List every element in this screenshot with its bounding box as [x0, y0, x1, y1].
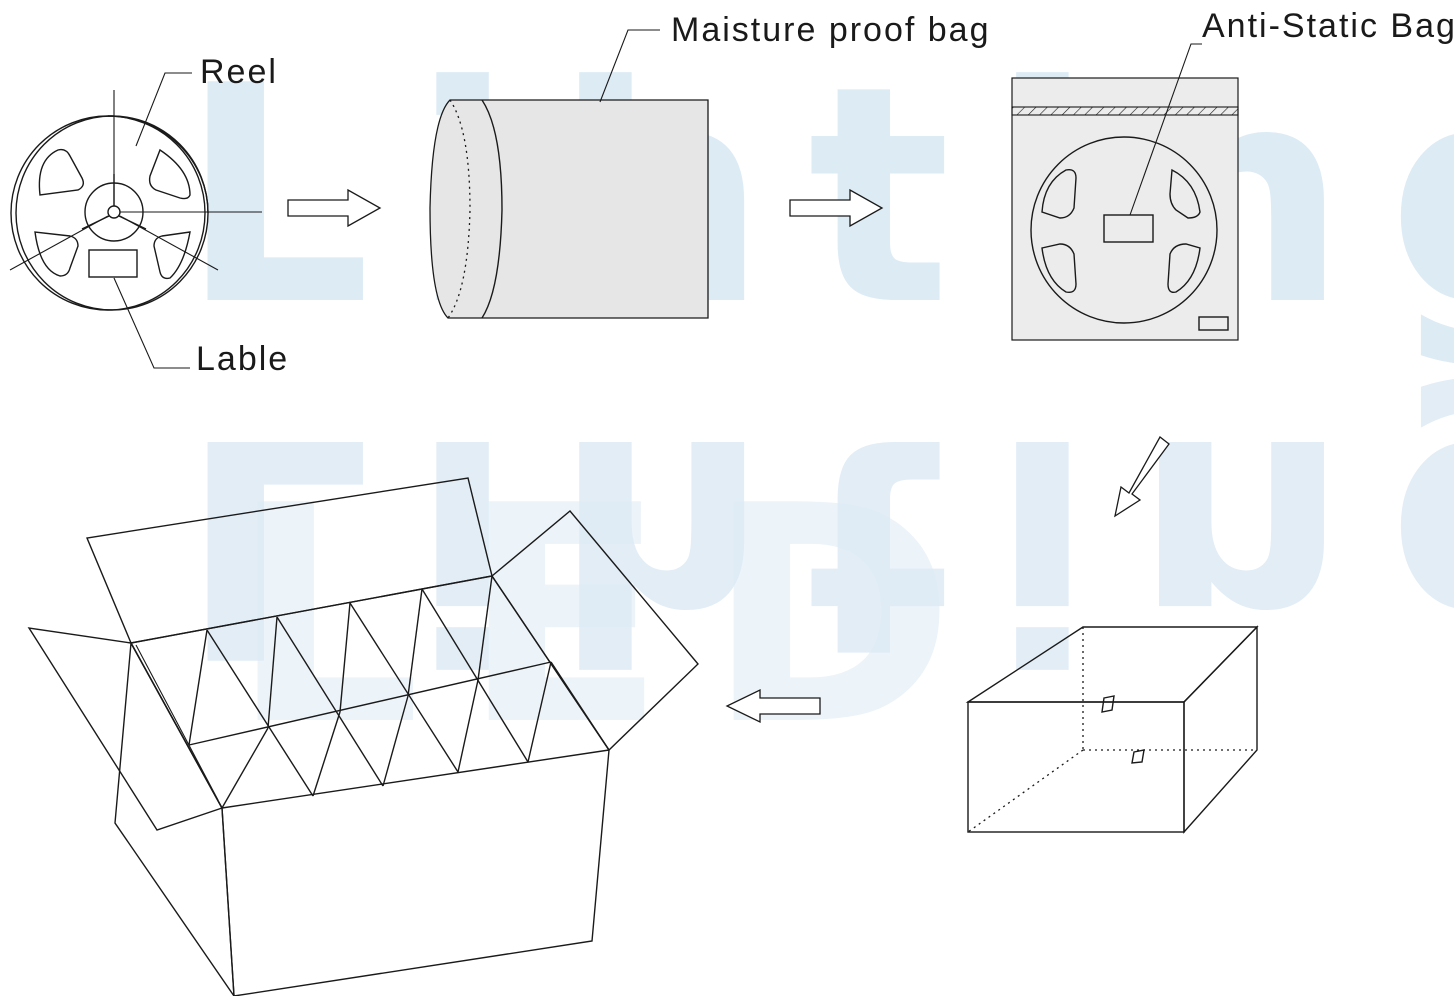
outer-carton-drawing: [27, 477, 699, 996]
antistatic-label-box: [1103, 214, 1154, 243]
reel-window: [153, 231, 191, 280]
antistatic-bag-leader-line: [1129, 43, 1202, 216]
carton-divider: [382, 695, 409, 787]
carton-divider: [527, 661, 552, 763]
inner-box-drawing: [965, 625, 1259, 834]
reel-label: Reel: [200, 53, 278, 91]
carton-divider: [457, 679, 479, 773]
carton-divider: [135, 644, 219, 801]
carton-divider: [206, 629, 314, 797]
carton-divider: [421, 588, 529, 763]
lable-label: Lable: [196, 340, 289, 378]
watermark-text-bottom: LED: [230, 442, 995, 791]
antistatic-bag-drawing: [1011, 43, 1239, 341]
moisture-bag-label: Maisture proof bag: [671, 11, 991, 49]
moisture-bag-drawing: [429, 29, 709, 319]
reel-drawing: [9, 72, 262, 369]
carton-rim: [130, 575, 493, 644]
watermark: Lihting Lihting LED: [180, 22, 1454, 791]
reel-leader-line: [135, 72, 192, 147]
carton-divider: [188, 629, 208, 746]
antistatic-reel-outline: [1030, 136, 1218, 324]
arrow-right-icon: [789, 188, 884, 228]
carton-divider-long: [188, 661, 552, 746]
watermark-text-top: Lihting: [180, 22, 1454, 371]
arrow-down-left-icon: [1114, 436, 1170, 518]
reel-center: [107, 205, 121, 219]
carton-divider: [407, 588, 423, 697]
carton-cell-dividers: [188, 575, 610, 809]
carton-divider: [276, 616, 384, 787]
inner-box-tape: [1131, 749, 1145, 764]
inner-box-side: [1183, 625, 1258, 834]
moisture-bag-body: [429, 99, 709, 319]
antistatic-reel-window: [1169, 168, 1201, 219]
carton-divider: [477, 575, 493, 681]
arrow-left-icon: [725, 688, 821, 724]
antistatic-reel-window: [1041, 243, 1077, 294]
antistatic-bag-body: [1011, 77, 1239, 341]
arrow-right-icon: [287, 188, 382, 228]
carton-divider: [130, 642, 223, 809]
carton-divider: [550, 661, 610, 751]
antistatic-bag-label: Anti-Static Bag: [1202, 7, 1454, 45]
lable-leader-line: [113, 277, 190, 369]
reel-rim-front: [15, 115, 209, 311]
reel-label-box: [88, 249, 138, 278]
moisture-bag-seam: [481, 99, 503, 319]
antistatic-reel-window: [1167, 243, 1201, 294]
moisture-bag-leader-line: [599, 29, 660, 103]
antistatic-bag-zip-seal: [1011, 106, 1239, 116]
carton-divider: [312, 711, 341, 797]
reel-window: [38, 148, 85, 196]
carton-divider: [267, 616, 278, 729]
carton-front-side: [221, 749, 610, 996]
antistatic-reel-window: [1041, 168, 1077, 219]
watermark-text-mirror: Lihting: [180, 371, 1454, 720]
antistatic-small-label: [1198, 316, 1229, 331]
reel-window: [34, 231, 79, 277]
carton-divider: [339, 602, 351, 713]
carton-divider: [221, 727, 269, 809]
reel-axis-line: [9, 215, 109, 271]
inner-box-tape: [1101, 695, 1115, 713]
inner-box-front: [967, 701, 1185, 833]
reel-axis-line: [119, 215, 219, 271]
moisture-bag-opening: [447, 99, 471, 319]
carton-divider: [349, 602, 459, 773]
reel-window: [148, 148, 191, 200]
